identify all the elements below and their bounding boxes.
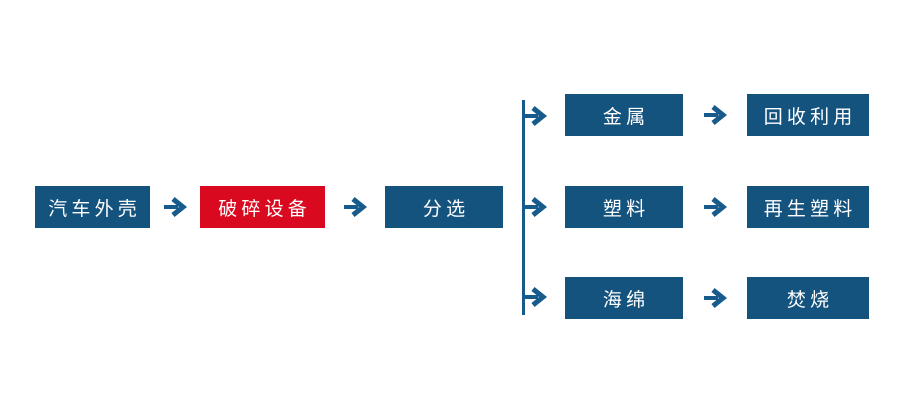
node-plastic: 塑料 bbox=[565, 186, 683, 228]
node-metal: 金属 bbox=[565, 94, 683, 136]
node-sponge: 海绵 bbox=[565, 277, 683, 319]
arrow-right-icon-crusher-to-sorting bbox=[342, 197, 368, 217]
arrow-right-icon-sponge-to-incineration bbox=[702, 288, 728, 308]
node-crusher: 破碎设备 bbox=[200, 186, 325, 228]
node-recycling: 回收利用 bbox=[747, 94, 869, 136]
node-sorting: 分选 bbox=[385, 186, 503, 228]
node-recycled-plastic: 再生塑料 bbox=[747, 186, 869, 228]
arrow-right-icon-branch-sponge bbox=[522, 287, 548, 307]
node-incineration: 焚烧 bbox=[747, 277, 869, 319]
arrow-right-icon-branch-plastic bbox=[522, 197, 548, 217]
arrow-right-icon-metal-to-recycling bbox=[702, 105, 728, 125]
arrow-right-icon-branch-metal bbox=[522, 106, 548, 126]
arrow-right-icon-car-shell-to-crusher bbox=[162, 197, 188, 217]
node-car-shell: 汽车外壳 bbox=[35, 186, 150, 228]
arrow-right-icon-plastic-to-recycled-plastic bbox=[702, 197, 728, 217]
